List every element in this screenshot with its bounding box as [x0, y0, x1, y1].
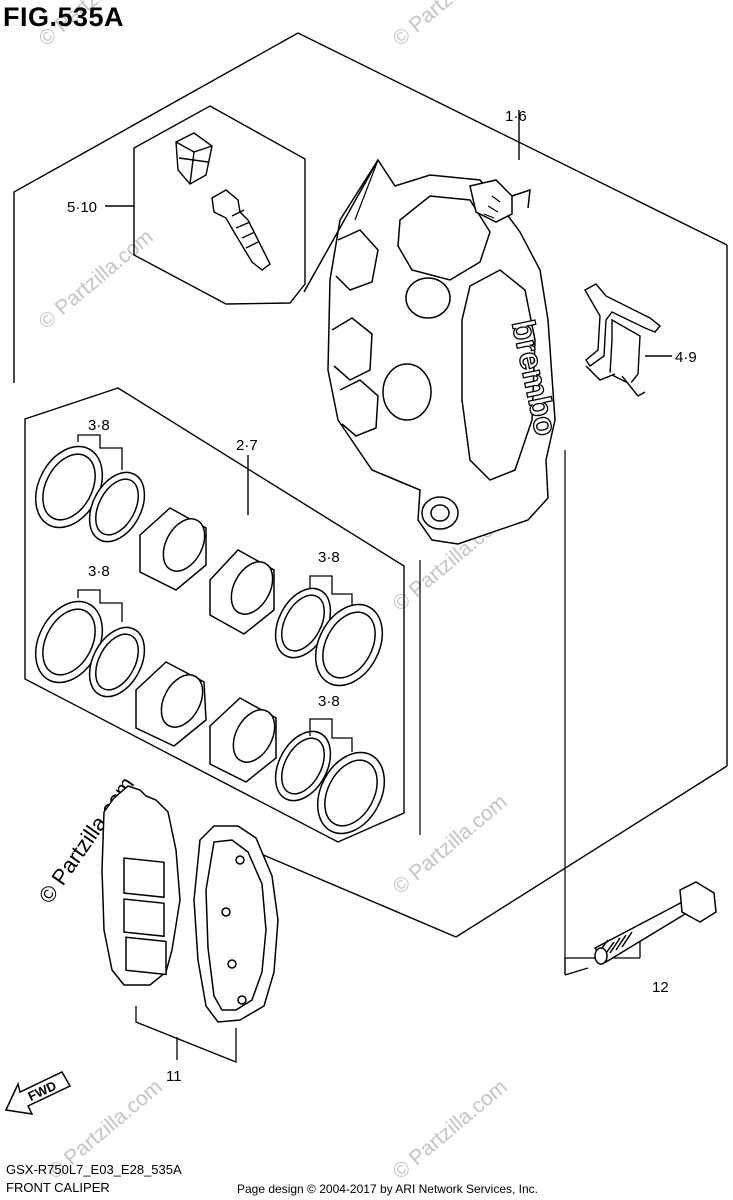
callout-seal: 3·8 — [88, 417, 110, 434]
spring-clip — [584, 283, 672, 397]
caliper-bolt — [593, 881, 717, 965]
callout-seal: 3·8 — [88, 563, 110, 580]
callout-clip: 4·9 — [675, 349, 697, 366]
watermark: © Partzilla.com — [388, 1075, 511, 1184]
guide-lines — [419, 450, 589, 976]
callout-piston: 2·7 — [236, 437, 258, 454]
pads-leader — [135, 1006, 237, 1063]
callout-caliper: 1·6 — [505, 108, 527, 125]
callout-labels: 1·6 5·10 4·9 2·7 3·8 3·8 3·8 3·8 12 11 — [67, 108, 697, 1085]
brake-pads — [101, 785, 279, 1023]
copyright-credit: Page design © 2004-2017 by ARI Network S… — [237, 1182, 539, 1196]
bleeder-cap — [175, 132, 213, 185]
callout-bolt: 12 — [652, 979, 669, 996]
watermark: © Partzilla.com — [388, 790, 511, 899]
figure-title: FIG.535A — [3, 2, 125, 32]
callout-bleeder: 5·10 — [67, 199, 97, 216]
piston-seal-frame — [24, 387, 405, 843]
assembly-frame — [13, 32, 728, 938]
forward-arrow-icon: FWD — [4, 1071, 72, 1115]
caliper-body — [303, 158, 556, 545]
watermark: © Partzilla.com — [388, 0, 511, 51]
callout-seal: 3·8 — [318, 693, 340, 710]
model-code: GSX-R750L7_E03_E28_535A — [6, 1162, 182, 1177]
bleeder-screw — [211, 189, 271, 271]
callout-pads: 11 — [166, 1068, 182, 1085]
seal-rings — [34, 445, 386, 835]
callout-seal: 3·8 — [318, 549, 340, 566]
watermark: © Partzilla.com — [34, 225, 157, 334]
pistons — [135, 507, 277, 783]
figure-caption: FRONT CALIPER — [6, 1180, 110, 1195]
bleeder-kit-frame — [105, 105, 306, 305]
